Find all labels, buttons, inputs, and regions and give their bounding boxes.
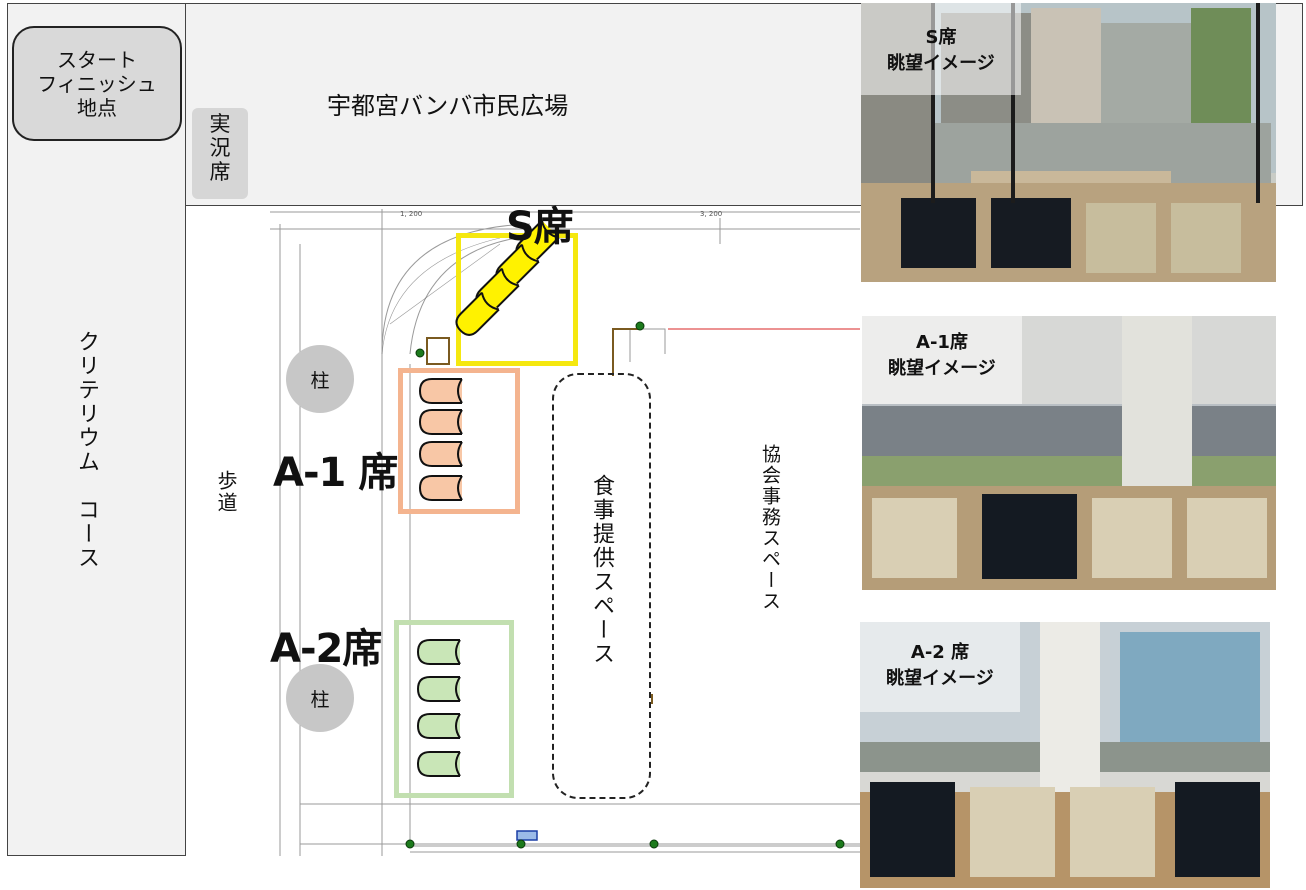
a2-seat-3 <box>417 713 461 739</box>
commentary-seat: 実 況 席 <box>192 108 248 199</box>
seat-symbols <box>417 219 560 777</box>
a2-seat-label: A-2席 <box>270 626 382 672</box>
s-view-photo: S席 眺望イメージ <box>861 3 1276 282</box>
course-strip <box>7 3 186 856</box>
s-photo-caption-2: 眺望イメージ <box>887 53 995 74</box>
s-photo-caption: S席 眺望イメージ <box>861 25 1021 77</box>
a1-photo-caption: A-1席 眺望イメージ <box>862 330 1022 382</box>
s-seat-label: S席 <box>506 204 574 250</box>
commentary-char-1: 実 <box>209 112 231 136</box>
food-area <box>552 373 651 799</box>
course-label: クリテリウム コース <box>74 330 99 570</box>
a2-photo-caption-1: A-2 席 <box>910 642 970 663</box>
plaza-title: 宇都宮バンバ市民広場 <box>327 92 569 120</box>
a1-photo-caption-1: A-1席 <box>916 332 968 353</box>
a2-seat-zone <box>394 620 514 798</box>
a1-seat-2 <box>419 409 463 435</box>
a1-seat-4 <box>419 475 463 501</box>
floor-plan: 1, 200 3, 200 <box>270 209 860 856</box>
s-photo-caption-1: S席 <box>925 27 957 48</box>
start-finish-box: スタート フィニッシュ 地点 <box>12 26 182 141</box>
commentary-char-3: 席 <box>209 160 231 184</box>
office-area-label: 協会事務スペース <box>759 444 781 612</box>
a2-photo-caption-2: 眺望イメージ <box>886 668 994 689</box>
post-2: 柱 <box>286 664 354 732</box>
svg-text:1, 200: 1, 200 <box>400 210 422 218</box>
start-line-2: フィニッシュ <box>37 71 157 96</box>
post-1: 柱 <box>286 345 354 413</box>
food-area-label: 食事提供スペース <box>589 474 614 666</box>
start-line-3: 地点 <box>76 95 117 120</box>
a2-photo-caption: A-2 席 眺望イメージ <box>860 640 1020 692</box>
a2-view-photo: A-2 席 眺望イメージ <box>860 622 1270 888</box>
a1-seat-3 <box>419 441 463 467</box>
a2-seat-2 <box>417 676 461 702</box>
a2-seat-1 <box>417 639 461 665</box>
s-seat-zone <box>456 233 578 366</box>
sidewalk-label: 歩道 <box>214 470 238 514</box>
svg-text:3, 200: 3, 200 <box>700 210 722 218</box>
a1-seat-zone <box>398 368 520 514</box>
start-line-1: スタート <box>56 47 137 72</box>
a1-seat-1 <box>419 378 463 404</box>
a1-seat-label: A-1 席 <box>273 450 398 496</box>
a1-photo-caption-2: 眺望イメージ <box>888 358 996 379</box>
a2-seat-4 <box>417 751 461 777</box>
a1-view-photo: A-1席 眺望イメージ <box>862 316 1276 590</box>
commentary-char-2: 況 <box>209 136 231 160</box>
